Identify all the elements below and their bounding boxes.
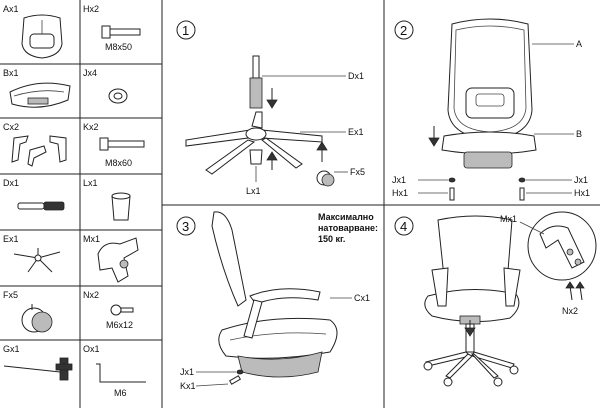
bolt-m8x50-icon [101, 25, 141, 39]
step-2-label-hx1-right: Hx1 [574, 188, 590, 198]
step-2-label-jx1-right: Jx1 [574, 175, 588, 185]
step-4-panel: 4 Mx1 [394, 211, 597, 387]
step-3-number: 3 [182, 219, 189, 234]
gas-lift-part [17, 201, 65, 211]
seat-drawing [441, 131, 537, 169]
part-label-kx2: Kx2 [83, 122, 99, 132]
part-label-fx5: Fx5 [3, 290, 18, 300]
step-3-panel: 3 Максимално натоварване: 150 кг. Cx1 Jx… [176, 211, 378, 391]
part-label-ox1: Ox1 [83, 344, 100, 354]
part-label-ax1: Ax1 [3, 4, 19, 14]
step-4-number: 4 [400, 219, 407, 234]
mechanism-part [97, 237, 139, 283]
step-1-panel: 1 Dx1 Ex1 Lx1 [176, 20, 365, 196]
part-label-nx2: Nx2 [83, 290, 99, 300]
star-base-part [13, 248, 61, 273]
max-load-note-line-1: Максимално [318, 212, 374, 222]
step-3-label-kx1: Kx1 [180, 381, 196, 391]
arrow-down-icon [464, 320, 476, 337]
step-2-badge [394, 20, 414, 40]
detail-circle [527, 211, 597, 281]
step-2-label-b: B [576, 129, 582, 139]
arrow-up-icon [565, 281, 585, 301]
step-3-label-jx1: Jx1 [180, 367, 194, 377]
sleeve-drawing [249, 149, 263, 165]
arrow-down-icon [428, 126, 440, 147]
step-1-label-dx1: Dx1 [348, 71, 364, 81]
washer-icon [236, 369, 244, 375]
part-size-nx2: M6x12 [106, 320, 133, 330]
gas-lift-drawing [249, 55, 263, 109]
part-label-dx1: Dx1 [3, 178, 19, 188]
step-4-label-nx2: Nx2 [562, 306, 578, 316]
part-size-ox1: M6 [114, 388, 127, 398]
bolt-right-icon [519, 187, 525, 201]
part-label-lx1: Lx1 [83, 178, 98, 188]
part-label-gx1: Gx1 [3, 344, 20, 354]
bolt-left-icon [449, 187, 455, 201]
allen-key-icon [96, 363, 146, 383]
arrow-up-icon [266, 151, 278, 170]
max-load-note-line-3: 150 кг. [318, 234, 345, 244]
step-2-number: 2 [400, 23, 407, 38]
caster-drawing [316, 170, 335, 187]
screw-m6x12-icon [110, 304, 134, 316]
spring-washer-icon [108, 88, 128, 104]
bolt-icon [228, 375, 242, 385]
max-load-note-line-2: натоварване: [318, 223, 378, 233]
step-4-label-mx1: Mx1 [500, 214, 517, 224]
step-1-label-ex1: Ex1 [348, 127, 364, 137]
step-3-badge [176, 216, 196, 236]
arrow-up-icon [316, 141, 328, 162]
part-size-kx2: M8x60 [105, 158, 132, 168]
full-chair-drawing [423, 215, 521, 387]
star-base-drawing [185, 111, 323, 175]
part-label-cx2: Cx2 [3, 122, 19, 132]
step-2-label-hx1-left: Hx1 [392, 188, 408, 198]
part-label-mx1: Mx1 [83, 234, 100, 244]
part-label-hx2: Hx2 [83, 4, 99, 14]
backrest-part [21, 14, 63, 59]
seat-part [9, 82, 71, 108]
step-2-label-a: A [576, 39, 582, 49]
arrow-down-icon [266, 88, 278, 109]
step-1-label-lx1: Lx1 [246, 186, 261, 196]
step-3-label-cx1: Cx1 [354, 293, 370, 303]
part-label-ex1: Ex1 [3, 234, 19, 244]
washer-right-icon [518, 177, 526, 183]
part-label-jx4: Jx4 [83, 68, 97, 78]
caster-wheel-part [21, 304, 53, 333]
step-2-label-jx1-left: Jx1 [392, 175, 406, 185]
armrest-part [11, 135, 67, 167]
hex-key-part [3, 357, 73, 381]
part-size-hx2: M8x50 [105, 42, 132, 52]
step-1-label-fx5: Fx5 [350, 167, 365, 177]
washer-left-icon [448, 177, 456, 183]
bolt-m8x60-icon [99, 137, 145, 151]
step-1-badge [176, 20, 196, 40]
sleeve-part [111, 192, 131, 221]
chair-side-drawing [211, 211, 338, 378]
step-2-panel: 2 A B Jx1 [392, 18, 590, 201]
step-4-badge [394, 216, 414, 236]
backrest-drawing [447, 18, 533, 141]
part-label-bx1: Bx1 [3, 68, 19, 78]
step-1-number: 1 [182, 23, 189, 38]
